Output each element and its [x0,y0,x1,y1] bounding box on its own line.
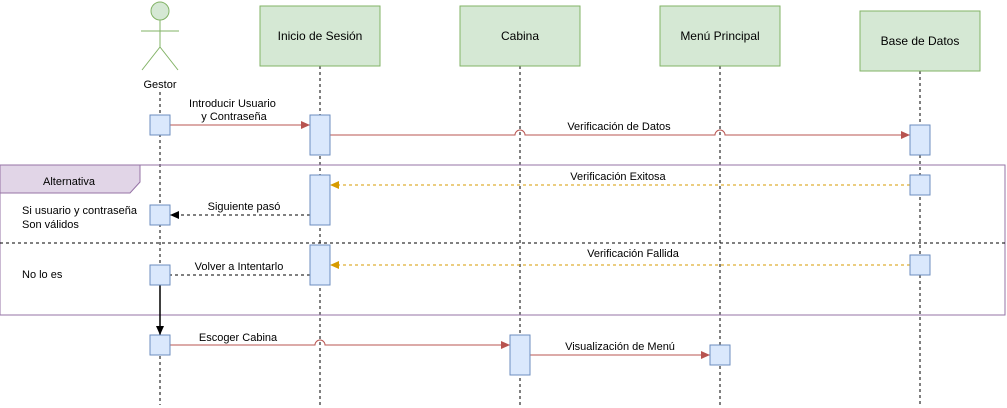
participant-label: Cabina [501,29,539,43]
message-label-verificacion-exitosa: Verificación Exitosa [570,171,666,183]
message-verificacion-datos[interactable] [330,129,910,139]
message-label-introducir: Introducir Usuario y Contraseña [189,98,279,123]
activation-base-datos[interactable] [909,254,931,276]
messages [156,121,910,359]
lifelines [159,66,921,405]
participant-label: Base de Datos [881,34,960,48]
participant-cabina[interactable]: Cabina [459,5,581,67]
message-label-escoger-cabina: Escoger Cabina [199,332,278,344]
actor-figure-icon [141,1,179,71]
fragment-tab [0,164,141,194]
activation-inicio-sesion[interactable] [309,244,331,286]
activation-cabina[interactable] [509,334,531,376]
participant-menu-principal[interactable]: Menú Principal [659,5,781,67]
participant-label: Menú Principal [680,29,759,43]
activation-inicio-sesion[interactable] [309,174,331,226]
fragment-label: Alternativa [43,176,96,188]
participant-base-datos[interactable]: Base de Datos [859,10,981,72]
message-label-volver-intentarlo: Volver a Intentarlo [195,261,284,273]
message-label-siguiente-paso: Siguiente pasó [208,201,281,213]
guard-1: Si usuario y contraseña Son válidos [22,205,140,231]
activation-base-datos[interactable] [909,124,931,156]
activation-gestor[interactable] [149,334,171,356]
activations [149,114,931,376]
participant-label: Inicio de Sesión [278,29,363,43]
message-label-verificacion-fallida: Verificación Fallida [587,248,680,260]
guard-1-line-2: Son válidos [22,219,79,231]
message-escoger-cabina[interactable] [170,339,510,349]
message-label-visualizacion-menu: Visualización de Menú [565,341,675,353]
message-labels: Introducir Usuario y Contraseña Verifica… [189,98,680,353]
activation-gestor[interactable] [149,114,171,136]
guard-2: No lo es [22,269,63,281]
message-label-line-1: Introducir Usuario [189,98,276,110]
activation-inicio-sesion[interactable] [309,114,331,156]
activation-base-datos[interactable] [909,174,931,196]
activation-gestor[interactable] [149,204,171,226]
activation-gestor[interactable] [149,264,171,286]
participant-inicio-sesion[interactable]: Inicio de Sesión [259,5,381,67]
message-label-verificacion-datos: Verificación de Datos [567,121,671,133]
actor-label: Gestor [143,79,176,91]
message-label-line-2: y Contraseña [201,111,267,123]
alt-fragment: Alternativa Si usuario y contraseña Son … [0,164,1006,316]
actor-gestor[interactable]: Gestor [141,1,179,91]
activation-menu-principal[interactable] [709,344,731,366]
guard-1-line-1: Si usuario y contraseña [22,205,138,217]
